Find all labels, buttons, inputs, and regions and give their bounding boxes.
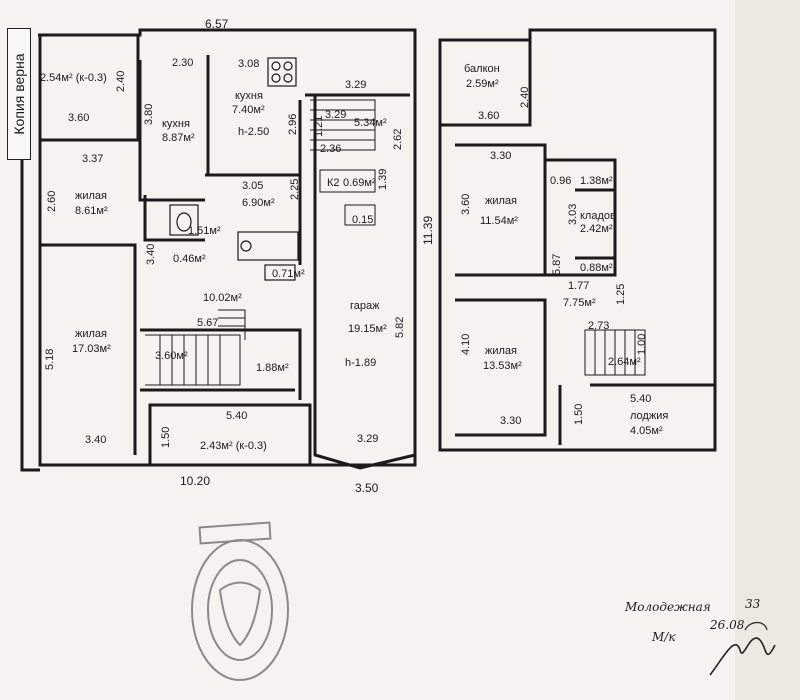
room-living-1-name: жилая	[75, 190, 107, 202]
room-690: 6.90м²	[242, 197, 275, 209]
measure: 2.60	[46, 190, 58, 212]
room-kitchen-a-name: кухня	[162, 118, 190, 130]
note-date: 26.08	[710, 618, 745, 632]
room-loggia-right-area: 4.05м²	[630, 425, 663, 437]
measure: 5.87	[551, 253, 563, 275]
room-living-3-name: жилая	[485, 195, 517, 207]
official-stamp	[191, 521, 289, 681]
measure: 2.73	[588, 320, 610, 332]
signature	[709, 621, 776, 676]
room-balcony-left: 2.54м² (к-0.3)	[40, 72, 107, 84]
measure: 3.60	[460, 193, 472, 215]
measure: 1.77	[568, 280, 590, 292]
measure: 5.18	[44, 348, 56, 370]
measure: 1.21	[313, 115, 325, 137]
room-garage-height: h-1.89	[345, 357, 377, 369]
room-storage-area: 2.42м²	[580, 223, 613, 235]
room-kitchen-b-area: 7.40м²	[232, 104, 265, 116]
dim-right-height: 11.39	[421, 215, 435, 245]
dim-top-width: 6.57	[205, 17, 229, 31]
measure: 3.60	[478, 110, 500, 122]
measure: 3.40	[85, 434, 107, 446]
room-living-1-area: 8.61м²	[75, 205, 108, 217]
measure: 1.50	[160, 426, 172, 448]
room-garage-area: 19.15м²	[348, 323, 387, 335]
measure: 2.40	[115, 70, 127, 92]
room-wc-046: 0.46м²	[173, 253, 206, 265]
measure: 1.00	[636, 333, 648, 355]
room-living-2-area: 17.03м²	[72, 343, 111, 355]
measure: 3.29	[345, 79, 367, 91]
room-kitchen-height: h-2.50	[238, 126, 270, 138]
room-534: 5.34м²	[354, 117, 387, 129]
measure: 2.30	[172, 57, 194, 69]
left-stairs	[145, 99, 376, 386]
measure: 3.40	[145, 243, 157, 265]
note-address: Молодежная	[625, 600, 711, 614]
measure: 0.15	[352, 214, 374, 226]
measure: 1.39	[377, 168, 389, 190]
measure: 4.10	[460, 333, 472, 355]
room-hall: 10.02м²	[203, 292, 242, 304]
room-kitchen-b-name: кухня	[235, 90, 263, 102]
room-living-3-area: 11.54м²	[480, 215, 518, 227]
room-071: 0.71м²	[272, 268, 305, 280]
room-k2: К2	[327, 177, 340, 189]
measure: 3.37	[82, 153, 104, 165]
room-bath-151: 1.51м²	[188, 225, 221, 237]
room-balcony-right-name: балкон	[464, 63, 500, 75]
dim-garage-bottom: 3.50	[355, 481, 379, 495]
room-storage-name: кладов	[580, 210, 616, 222]
measure: 3.80	[143, 103, 155, 125]
measure: 1.25	[615, 283, 627, 305]
measure: 2.96	[287, 113, 299, 135]
measure: 1.50	[573, 403, 585, 425]
copy-certified-stamp: Копия верна	[7, 28, 31, 160]
measure: 3.03	[567, 203, 579, 225]
room-kitchen-a-area: 8.87м²	[162, 132, 195, 144]
measure: 0.96	[550, 175, 572, 187]
measure: 2.40	[519, 86, 531, 108]
room-138: 1.38м²	[580, 175, 613, 187]
measure: 3.05	[242, 180, 264, 192]
measure: 2.62	[392, 128, 404, 150]
right-floor-plan	[438, 28, 717, 452]
measure: 3.30	[490, 150, 512, 162]
measure: 2.36	[320, 143, 342, 155]
measure: 3.29	[325, 109, 347, 121]
room-stair-264: 2.64м²	[608, 356, 641, 368]
room-775: 7.75м²	[563, 297, 596, 309]
room-garage-name: гараж	[350, 300, 380, 312]
measure: 5.40	[630, 393, 652, 405]
dim-bottom-width: 10.20	[180, 474, 211, 488]
room-069: 0.69м²	[343, 177, 376, 189]
room-living-4-area: 13.53м²	[483, 360, 522, 372]
note-initials: М/к	[652, 630, 676, 644]
room-living-4-name: жилая	[485, 345, 517, 357]
measure: 3.30	[500, 415, 522, 427]
room-balcony-right-area: 2.59м²	[466, 78, 499, 90]
room-loggia-right-name: лоджия	[630, 410, 669, 422]
left-floor-plan	[20, 28, 417, 472]
room-loggia-bottom: 2.43м² (к-0.3)	[200, 440, 267, 452]
measure: 5.82	[394, 316, 406, 338]
left-fixtures	[169, 57, 299, 281]
measure: 2.25	[289, 178, 301, 200]
measure: 5.67	[197, 317, 219, 329]
room-088: 0.88м²	[580, 262, 613, 274]
room-living-2-name: жилая	[75, 328, 107, 340]
room-stair-360: 3.60м²	[155, 350, 188, 362]
measure: 5.40	[226, 410, 248, 422]
note-number: 33	[745, 597, 761, 611]
right-stairs	[584, 329, 646, 376]
measure: 3.29	[357, 433, 379, 445]
measure: 3.60	[68, 112, 90, 124]
measure: 3.08	[238, 58, 260, 70]
room-188: 1.88м²	[256, 362, 289, 374]
